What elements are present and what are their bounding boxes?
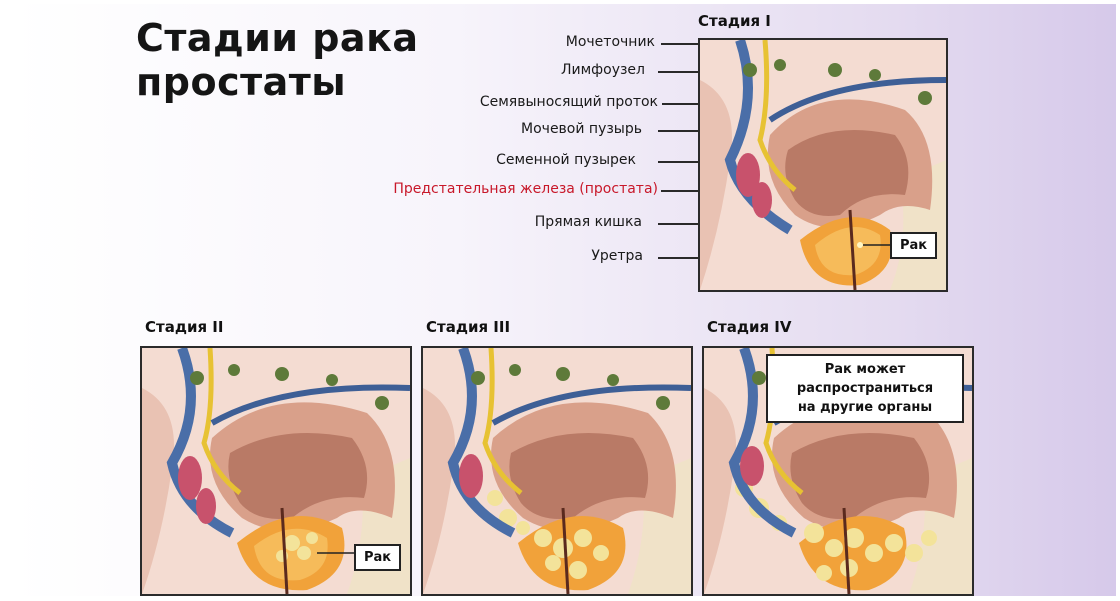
stage-1-title: Стадия I: [698, 12, 771, 30]
label-seminal-vesicle: Семенной пузырек: [496, 152, 636, 168]
label-rectum: Прямая кишка: [535, 214, 642, 230]
page-title: Стадии рака простаты: [136, 16, 419, 104]
stage-2-title: Стадия II: [145, 318, 223, 336]
stage-4-callout-line-3: на другие органы: [774, 398, 956, 417]
stage-3-title: Стадия III: [426, 318, 510, 336]
stage-2-panel: Рак: [140, 346, 412, 596]
stage-3-illustration: [423, 348, 691, 594]
stage-2-callout: Рак: [354, 544, 401, 571]
stage-4-panel: Рак может распространиться на другие орг…: [702, 346, 974, 596]
label-ureter: Мочеточник: [566, 34, 655, 50]
title-line-1: Стадии рака: [136, 16, 419, 60]
stage-4-title: Стадия IV: [707, 318, 792, 336]
slide: Стадии рака простаты Мочеточник Лимфоузе…: [12, 4, 1116, 596]
stage-1-panel: Рак: [698, 38, 948, 292]
label-urethra: Уретра: [591, 248, 643, 264]
label-prostate: Предстательная железа (простата): [393, 181, 658, 197]
label-lymph-node: Лимфоузел: [561, 62, 645, 78]
title-line-2: простаты: [136, 60, 419, 104]
stage-4-callout-line-2: распространиться: [774, 379, 956, 398]
label-bladder: Мочевой пузырь: [521, 121, 642, 137]
stage-4-callout-line-1: Рак может: [774, 360, 956, 379]
stage-1-callout: Рак: [890, 232, 937, 259]
label-vas-deferens: Семявыносящий проток: [480, 94, 658, 110]
stage-3-panel: [421, 346, 693, 596]
stage-4-callout: Рак может распространиться на другие орг…: [766, 354, 964, 423]
